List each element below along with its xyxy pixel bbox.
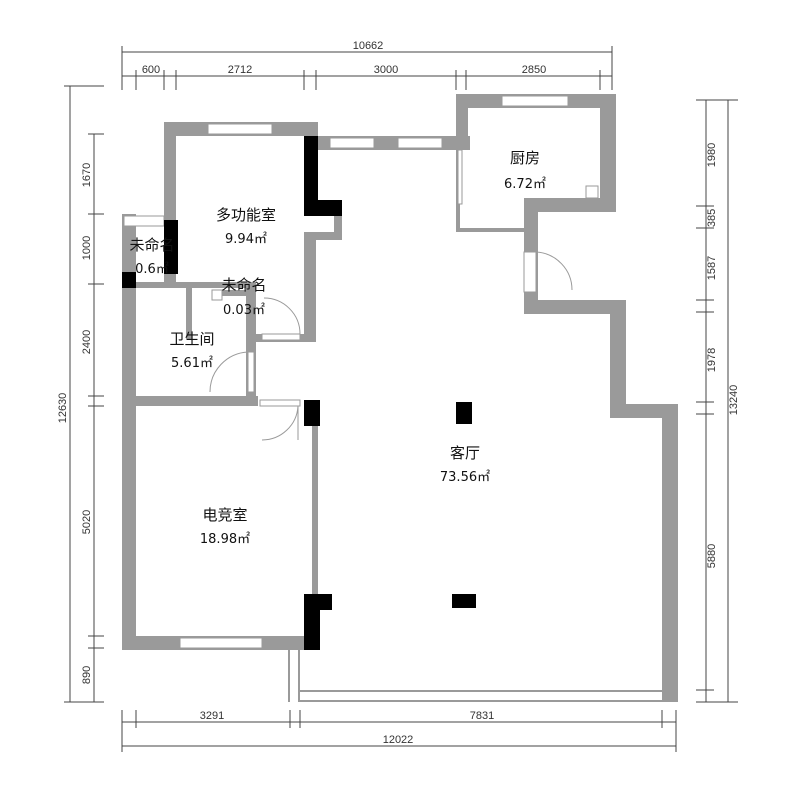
dim-top-seg: 2712 [228,64,252,76]
doors [209,185,599,441]
dim-right-seg: 5880 [706,544,718,568]
dim-bottom-total: 12022 [383,734,414,746]
dim-top-seg: 600 [142,64,160,76]
unnamed-room-2-name: 未命名 [221,276,266,294]
pillar-living-1 [456,402,472,424]
dim-left-seg: 1670 [81,163,93,187]
pillar-multi [304,136,342,216]
esports-room-name: 电竞室 [202,506,247,524]
window-unnamed [123,215,165,227]
door-multi-leaf [261,333,301,341]
door-kitchen-leaf [523,251,537,293]
bottom-dimensions: 3291 7831 12022 [121,710,677,752]
window-corridor-2 [397,137,443,149]
top-dimensions: 10662 600 2712 3000 2850 [121,40,613,90]
room-labels: 厨房 6.72㎡ 多功能室 9.94㎡ 未命名 0.6㎡ 未命名 0.03㎡ 卫… [129,149,545,547]
door-esports-arc [261,405,299,441]
pillar-unnamed-left [122,272,136,288]
unnamed-room-2-area: 0.03㎡ [223,303,265,318]
dim-left-seg: 890 [81,666,93,684]
dim-right-seg: 385 [706,209,718,227]
bathroom-area: 5.61㎡ [171,356,213,371]
living-room-name: 客厅 [450,444,480,462]
window-esports [179,637,263,649]
pillar-esports-top [304,400,320,426]
pillars [122,136,476,650]
kitchen-area: 6.72㎡ [504,177,546,192]
dim-right-seg: 1980 [706,143,718,167]
multi-room-area: 9.94㎡ [225,232,267,247]
dim-right-total: 13240 [728,385,740,416]
unnamed-room-area: 0.6㎡ [135,262,169,277]
window-multi-room [207,123,273,135]
dim-bottom-seg: 3291 [200,710,224,722]
door-esports-leaf [259,399,301,407]
door-bath-leaf [247,351,255,393]
dim-right-seg: 1587 [706,256,718,280]
left-dimensions: 1670 1000 2400 5020 890 12630 [57,85,104,703]
window-corridor-1 [329,137,375,149]
multi-room-name: 多功能室 [216,206,276,224]
walls [122,94,678,702]
door-kitchen-arc [535,251,573,291]
pillar-unnamed-right [164,220,178,274]
door-closet [211,289,223,301]
windows [123,95,569,649]
living-room-area: 73.56㎡ [440,470,490,485]
dim-left-total: 12630 [57,393,69,424]
pillar-esports-bottom [304,594,332,650]
kitchen-name: 厨房 [510,149,540,167]
pillar-living-2 [452,594,476,608]
dim-left-seg: 2400 [81,330,93,354]
dim-top-seg: 2850 [522,64,546,76]
dim-top-total: 10662 [353,40,384,52]
dim-right-seg: 1978 [706,348,718,372]
esports-room-area: 18.98㎡ [200,532,250,547]
right-dimensions: 1980 385 1587 1978 5880 13240 [696,99,740,703]
window-kitchen [501,95,569,107]
door-multi-arc [263,297,301,335]
bathroom-name: 卫生间 [169,330,214,348]
door-bath-arc [209,351,249,393]
dim-top-seg: 3000 [374,64,398,76]
dim-left-seg: 5020 [81,510,93,534]
window-kitchen-side [457,149,463,205]
kitchen-fixture [585,185,599,199]
dim-left-seg: 1000 [81,236,93,260]
dim-bottom-seg: 7831 [470,710,494,722]
unnamed-room-name: 未命名 [129,236,174,254]
